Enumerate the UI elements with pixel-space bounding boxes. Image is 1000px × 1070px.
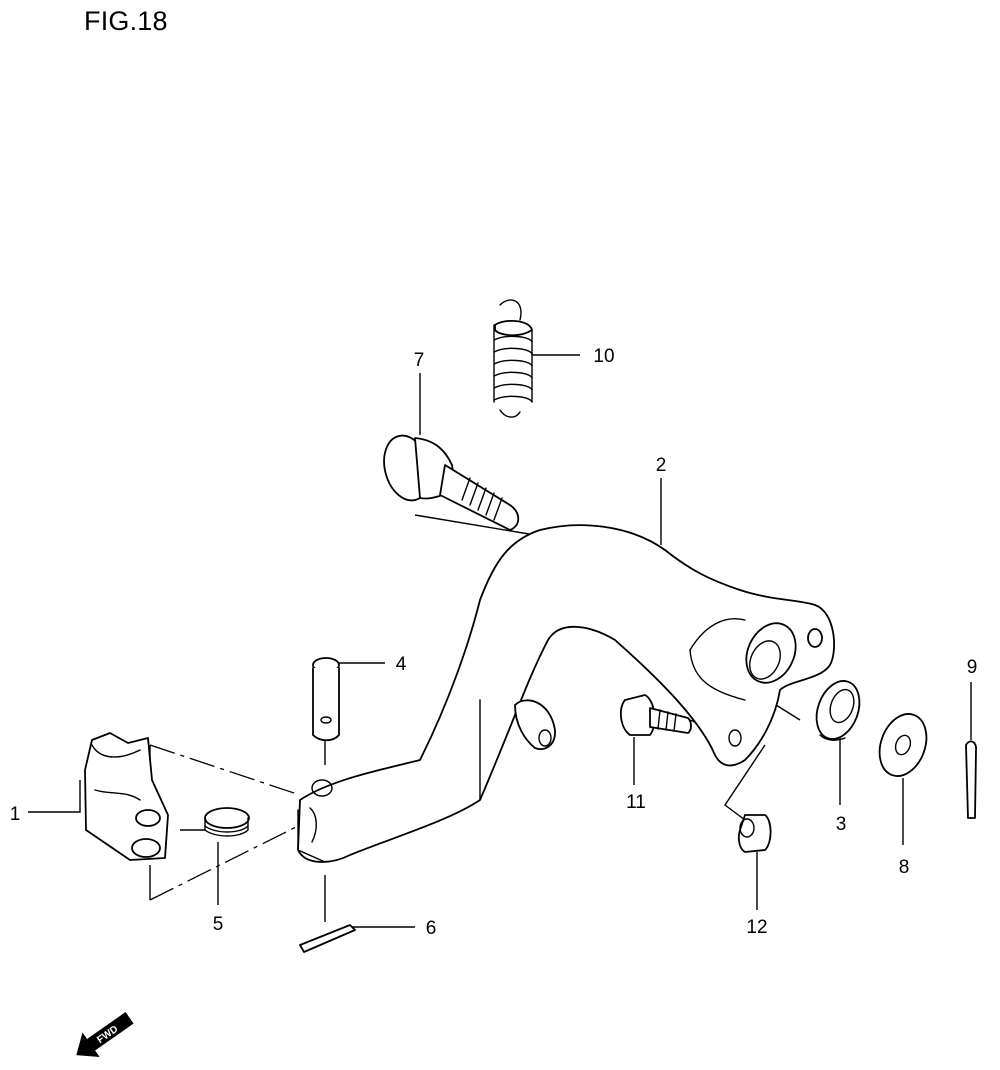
pedal-tip xyxy=(84,732,169,861)
callout-2: 2 xyxy=(656,455,667,476)
forward-arrow-icon: FWD xyxy=(76,1012,134,1058)
callout-11: 11 xyxy=(626,792,646,813)
callout-3: 3 xyxy=(836,814,847,835)
washer xyxy=(878,713,928,777)
callout-labels: 1 2 3 4 5 6 7 8 9 10 11 12 xyxy=(10,346,978,939)
callout-12: 12 xyxy=(746,917,767,938)
callout-10: 10 xyxy=(593,346,614,367)
cotter-pin-6 xyxy=(299,924,356,953)
pivot-bolt xyxy=(383,434,520,531)
adjuster-bolt xyxy=(619,694,692,736)
callout-8: 8 xyxy=(899,857,910,878)
collar-nut xyxy=(737,814,772,853)
brake-pedal xyxy=(297,524,836,863)
callout-1: 1 xyxy=(10,804,21,825)
return-spring xyxy=(493,299,533,418)
callout-5: 5 xyxy=(213,914,224,935)
callout-7: 7 xyxy=(414,350,425,371)
figure-title: FIG.18 xyxy=(84,6,168,36)
callout-leaders xyxy=(28,354,972,928)
pedal-pin xyxy=(312,657,340,742)
pivot-bushing xyxy=(815,680,861,741)
pedal-spring xyxy=(180,807,250,837)
callout-4: 4 xyxy=(396,654,407,675)
callout-6: 6 xyxy=(426,918,437,939)
cotter-pin-9 xyxy=(965,740,977,819)
callout-9: 9 xyxy=(967,657,978,678)
